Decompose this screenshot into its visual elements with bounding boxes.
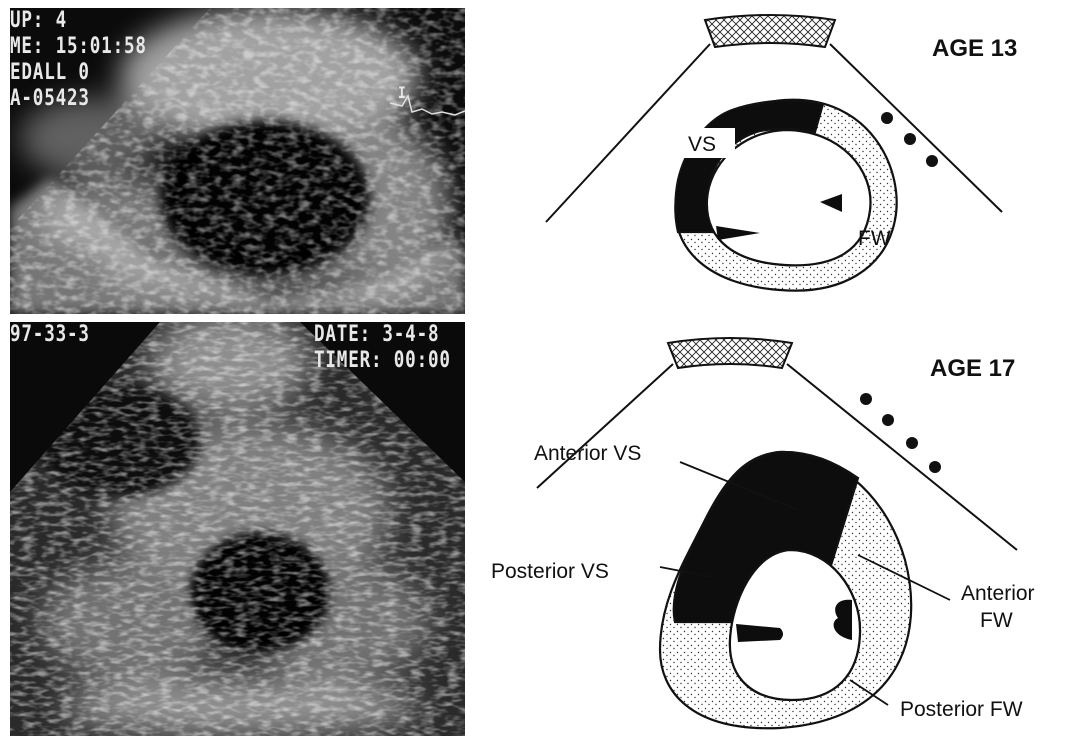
- dot: [926, 155, 938, 167]
- echo-image-age-13: UP: 4 ME: 15:01:58 EDALL 0 A-05423 I: [10, 8, 465, 314]
- transducer-icon: [668, 338, 792, 368]
- echo-overlay-line-3: EDALL 0: [10, 60, 147, 86]
- label-anterior-vs: Anterior VS: [534, 442, 641, 465]
- diagram-age-13: VS FW AGE 13: [546, 15, 1017, 291]
- label-vs: VS: [688, 133, 716, 156]
- echo-marker: I: [398, 80, 407, 106]
- echo-scan-bottom: [10, 322, 465, 736]
- label-anterior-fw-line1: Anterior: [961, 582, 1035, 605]
- label-posterior-fw: Posterior FW: [900, 698, 1023, 721]
- echo-overlay-line-2: ME: 15:01:58: [10, 34, 147, 60]
- age-label-13: AGE 13: [932, 35, 1017, 62]
- dot: [860, 393, 872, 405]
- label-fw: FW: [858, 227, 891, 250]
- dot: [906, 437, 918, 449]
- dot: [929, 461, 941, 473]
- dot: [881, 112, 893, 124]
- schematic-diagrams: VS FW AGE 13: [480, 0, 1081, 741]
- echo-overlay-line-1: UP: 4: [10, 8, 147, 34]
- echo-overlay-line-4: A-05423: [10, 86, 147, 112]
- echo-image-age-17: 97-33-3 DATE: 3-4-8 TIMER: 00:00: [10, 322, 465, 736]
- echo-overlay-date: DATE: 3-4-8: [314, 322, 451, 348]
- echo-overlay-timer: TIMER: 00:00: [314, 348, 451, 374]
- dot: [904, 133, 916, 145]
- transducer-icon: [705, 15, 835, 47]
- label-anterior-fw-line2: FW: [980, 609, 1013, 632]
- diagram-age-17: AGE 17 Anterior VS Posterior VS Anterior…: [491, 338, 1035, 728]
- label-posterior-vs: Posterior VS: [491, 560, 609, 583]
- dot: [882, 414, 894, 426]
- echo-overlay-left: 97-33-3: [10, 322, 90, 348]
- sector-line-left: [537, 364, 673, 488]
- age-label-17: AGE 17: [930, 355, 1015, 382]
